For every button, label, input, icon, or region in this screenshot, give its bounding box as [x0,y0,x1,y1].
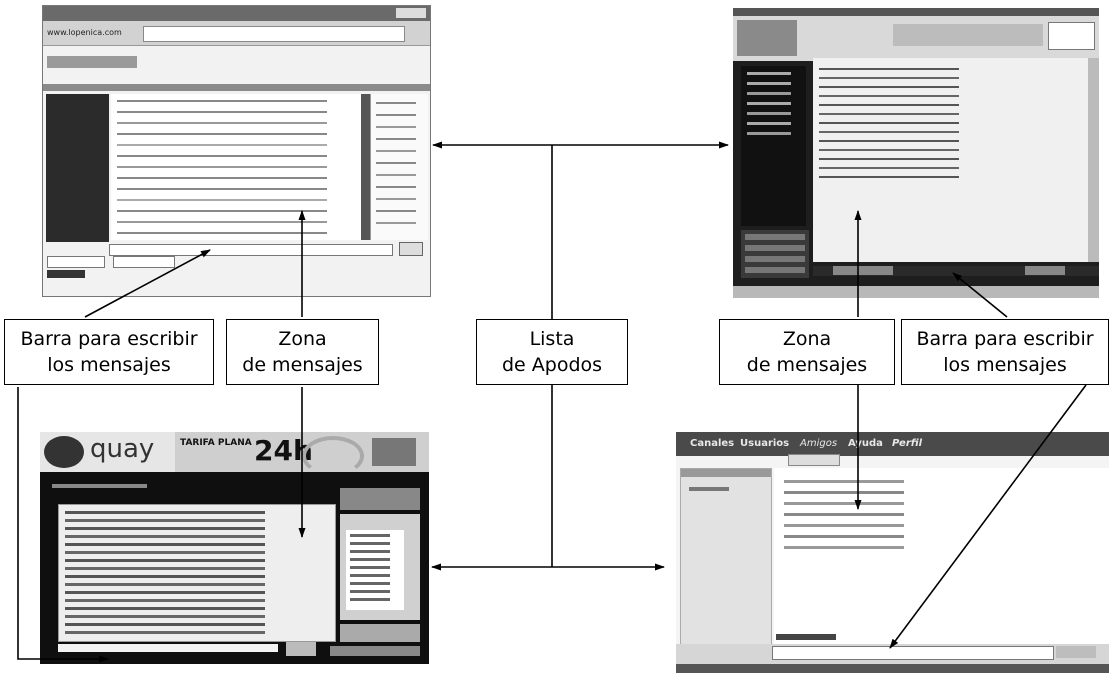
callout-nick-list: Lista de Apodos [476,319,628,385]
tab-amigos: Amigos [800,438,838,449]
callout-line-1: Lista [529,328,575,350]
message-input [58,644,278,652]
bar-right-arrow-down [889,384,1087,649]
callout-line-2: los mensajes [47,354,171,376]
tab-usuarios: Usuarios [740,438,790,449]
message-zone [58,504,336,642]
message-input [109,244,393,256]
screenshot-chat-web-4: Canales Usuarios Amigos Ayuda Perfil [676,432,1109,673]
address-bar [143,26,405,42]
nick-list [340,514,420,620]
callout-line-1: Zona [278,328,327,350]
nick-list [370,94,428,240]
site-menubar [43,84,430,91]
callout-line-2: de mensajes [746,354,868,376]
left-panel [46,94,109,242]
side-buttons [741,230,809,278]
status-bar [733,286,1099,298]
bar-right-arrow-up [952,272,1008,318]
banner-small: TARIFA PLANA [180,438,252,448]
bar-left-arrow [84,249,211,318]
callout-message-zone-left: Zona de mensajes [226,319,379,385]
message-input [772,646,1054,660]
nick-list [680,468,772,660]
callout-message-bar-right: Barra para escribir los mensajes [901,319,1109,385]
message-zone [813,58,1099,262]
message-input [833,266,893,275]
channel-menu [741,66,806,226]
send-button [399,242,423,256]
callout-line-2: de Apodos [501,354,603,376]
callout-message-bar-left: Barra para escribir los mensajes [4,319,214,385]
bar-left-line-down [17,387,109,663]
screenshot-chat-web-2 [733,8,1099,298]
screenshot-chat-web-1: www.lopenica.com [42,5,431,297]
callout-line-2: los mensajes [943,354,1067,376]
scrollbar [1088,58,1099,262]
callout-line-1: Zona [782,328,832,350]
tab-ayuda: Ayuda [848,438,883,449]
callout-line-2: de mensajes [242,354,363,376]
window-titlebar [43,6,430,21]
window-controls [396,8,426,18]
url-text: www.lopenica.com [47,28,122,37]
message-zone [111,94,361,240]
logo-icon [44,436,84,468]
logo-text: quay [90,434,155,464]
callout-message-zone-right: Zona de mensajes [719,319,895,385]
scrollbar [361,94,370,240]
tab-canales: Canales [690,438,735,449]
message-zone [774,468,1109,658]
callout-line-1: Barra para escribir [916,328,1094,350]
tab-perfil: Perfil [892,438,923,449]
screenshot-chat-web-3: quay TARIFA PLANA 24h [40,432,429,664]
site-logo [47,56,137,68]
callout-line-1: Barra para escribir [20,328,198,350]
